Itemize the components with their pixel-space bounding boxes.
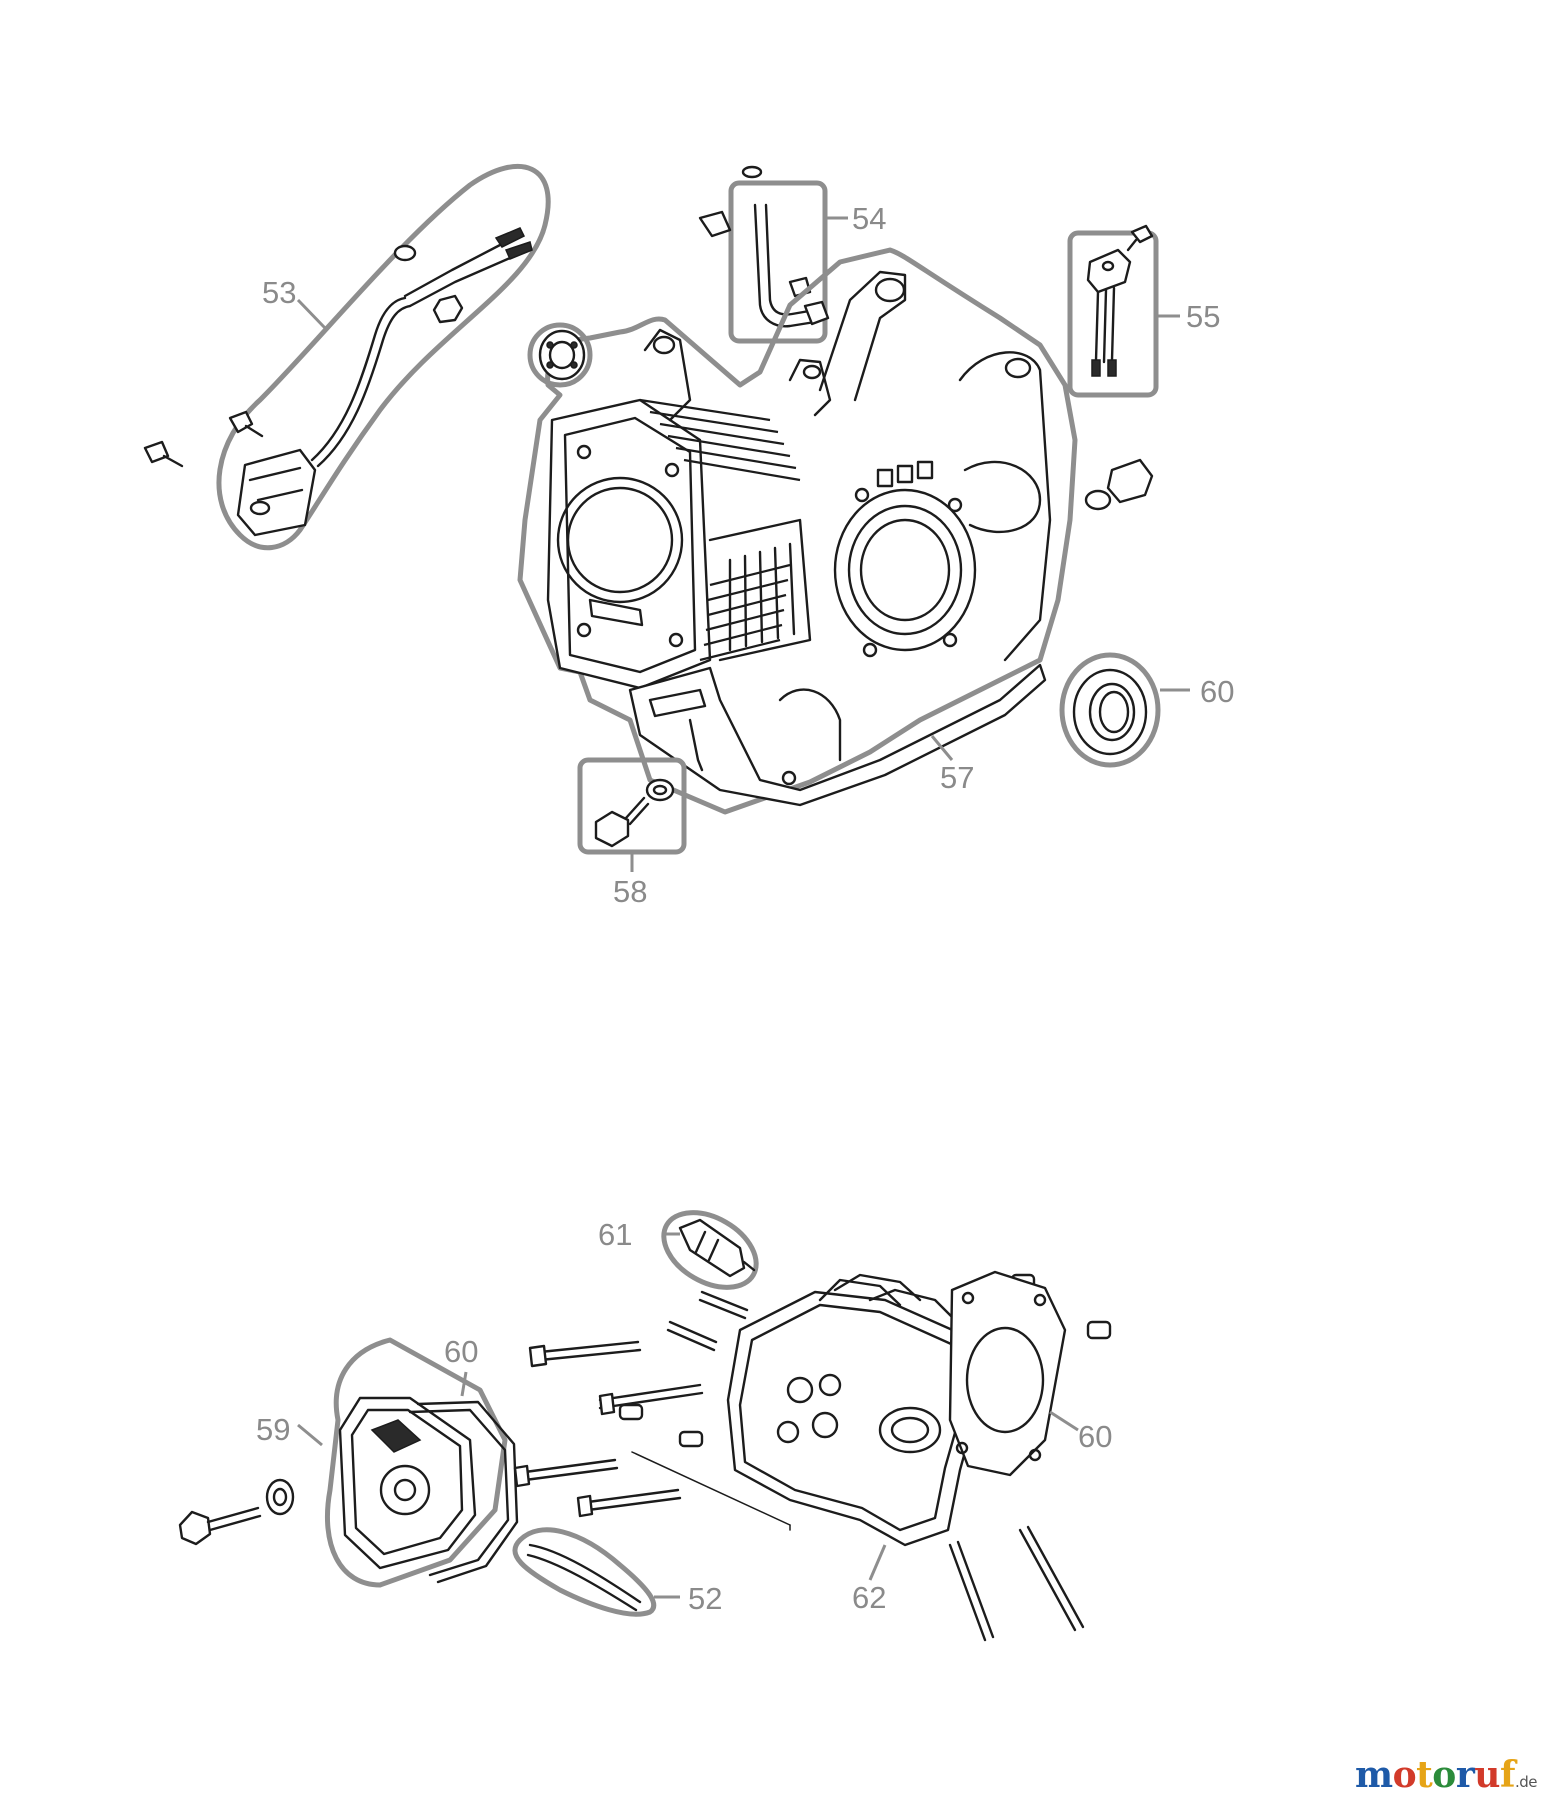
label-54: 54 xyxy=(852,201,886,236)
part-58-bolt xyxy=(577,757,687,872)
label-60-oil-seal: 60 xyxy=(1200,674,1234,709)
label-52: 52 xyxy=(688,1581,722,1616)
motoruf-logo: motoruf.de xyxy=(1355,1754,1537,1796)
label-61: 61 xyxy=(598,1217,632,1252)
label-59: 59 xyxy=(256,1412,290,1447)
label-53: 53 xyxy=(262,275,296,310)
part-61-spark-plug xyxy=(661,1210,759,1290)
part-labels: 53 54 55 57 58 60 61 60 59 60 52 62 xyxy=(256,201,1234,1616)
part-52-o-ring xyxy=(512,1527,680,1617)
part-60-head-gasket xyxy=(948,1270,1079,1477)
label-55: 55 xyxy=(1186,299,1220,334)
part-53-ignition-coil xyxy=(143,164,551,551)
part-60-oil-seal-top xyxy=(1059,652,1190,768)
label-60-head-gasket: 60 xyxy=(1078,1419,1112,1454)
part-59-valve-cover xyxy=(178,1337,508,1588)
label-58: 58 xyxy=(613,874,647,909)
label-62: 62 xyxy=(852,1580,886,1615)
label-57: 57 xyxy=(940,760,974,795)
part-55-sensor xyxy=(1067,224,1180,398)
part-57-crankcase xyxy=(517,247,1154,815)
part-62-cylinder-head xyxy=(513,1273,1112,1642)
part-54-bracket xyxy=(698,165,848,344)
label-60-cover-gasket: 60 xyxy=(444,1334,478,1369)
